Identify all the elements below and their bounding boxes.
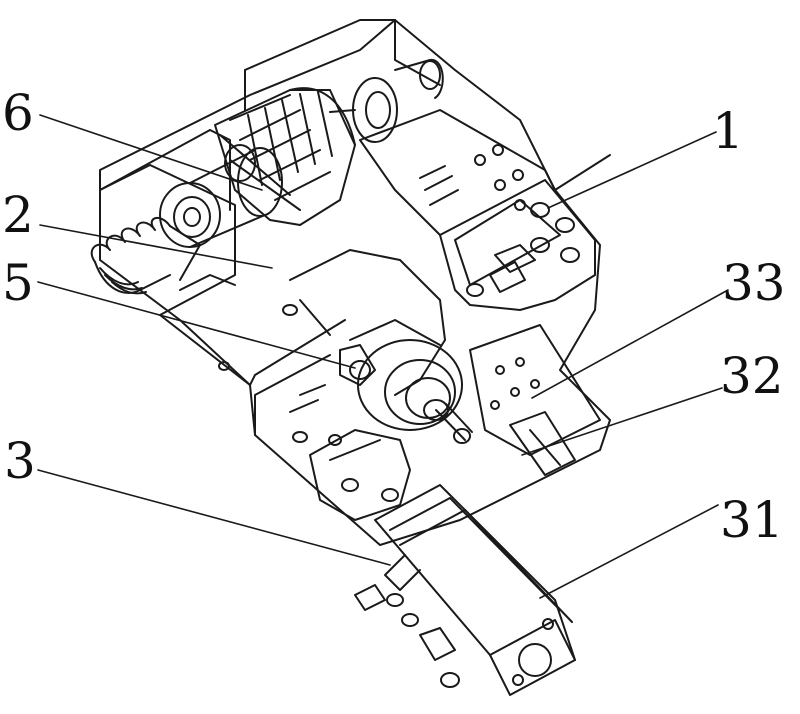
clamp-block [309,429,411,521]
left-bracket [99,164,251,386]
right-roller [329,59,444,143]
label-6: 6 [2,84,34,142]
gear-drum [214,87,356,226]
leader-1 [547,131,717,209]
leader-lines [37,114,729,599]
slide-plate [469,324,601,476]
label-32: 32 [720,347,784,405]
label-1: 1 [712,102,744,160]
label-2: 2 [2,186,34,244]
leader-31 [539,504,719,599]
label-3: 3 [4,432,36,490]
callout-labels: 6 2 5 3 1 33 32 31 [2,84,786,549]
coil-spring [90,216,201,295]
label-31: 31 [720,491,784,549]
leader-2 [39,224,273,269]
leader-33 [531,289,729,399]
leader-6 [39,114,263,191]
air-cylinder [354,484,576,696]
spindle-body [289,249,473,444]
leader-3 [37,469,391,566]
label-33: 33 [722,254,786,312]
label-5: 5 [2,254,34,312]
leader-5 [37,281,356,369]
leader-32 [521,387,723,456]
valve-block [359,109,611,311]
